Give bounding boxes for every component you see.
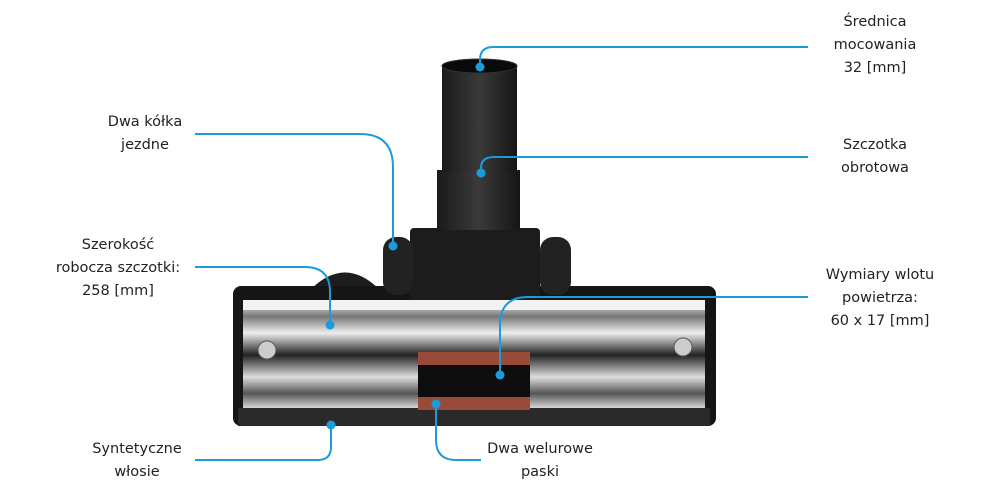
- callout-line-velour: [435, 404, 481, 461]
- label-line: jezdne: [121, 137, 169, 153]
- velour-strips: [418, 352, 530, 410]
- label-line: Syntetyczne: [92, 441, 182, 457]
- label-line: 60 x 17 [mm]: [830, 313, 930, 329]
- label-bristles: Syntetyczne włosie: [77, 438, 197, 484]
- label-line: Szczotka: [843, 137, 907, 153]
- label-line: Średnica: [843, 14, 907, 30]
- label-line: 258 [mm]: [82, 283, 154, 299]
- label-width: Szerokość robocza szczotki: 258 [mm]: [43, 234, 193, 303]
- label-line: paski: [520, 464, 560, 480]
- label-line: powietrza:: [842, 290, 918, 306]
- label-velour: Dwa welurowe paski: [480, 438, 600, 484]
- callout-line-width: [195, 266, 331, 325]
- label-air-inlet: Wymiary wlotu powietrza: 60 x 17 [mm]: [810, 264, 950, 333]
- label-line: mocowania: [833, 37, 917, 53]
- label-line: obrotowa: [841, 160, 909, 176]
- callout-line-air-inlet: [499, 296, 808, 375]
- label-line: Wymiary wlotu: [825, 267, 935, 283]
- callout-line-bristles: [195, 425, 332, 461]
- label-line: Szerokość: [81, 237, 155, 253]
- callout-line-diameter: [479, 46, 808, 67]
- label-line: robocza szczotki:: [55, 260, 181, 276]
- label-rotating-brush: Szczotka obrotowa: [815, 134, 935, 180]
- callout-line-wheels: [195, 133, 394, 246]
- callout-dots: [325, 62, 505, 430]
- label-line: Dwa welurowe: [487, 441, 593, 457]
- label-wheels: Dwa kółka jezdne: [85, 111, 205, 157]
- label-line: Dwa kółka: [107, 114, 183, 130]
- label-line: włosie: [114, 464, 160, 480]
- label-line: 32 [mm]: [843, 60, 907, 76]
- callout-lines: [195, 46, 808, 461]
- label-diameter: Średnica mocowania 32 [mm]: [815, 11, 935, 80]
- callout-line-rotating-brush: [480, 156, 808, 173]
- neck-and-wheels: [383, 58, 571, 300]
